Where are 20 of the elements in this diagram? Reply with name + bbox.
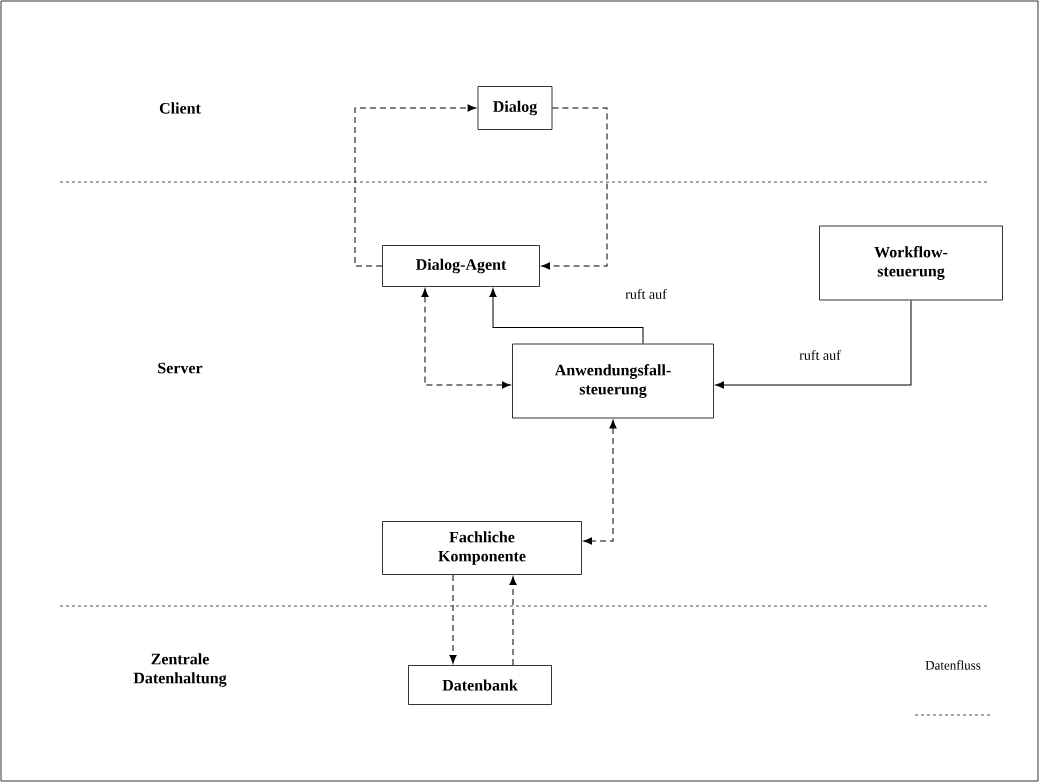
process-box: Dialog [477, 86, 553, 130]
process-box: Dialog-Agent [382, 245, 540, 287]
process-box: Fachliche Komponente [382, 521, 582, 575]
legend-label: Datenfluss [925, 660, 981, 670]
edge-label: ruft auf [624, 288, 668, 300]
layer-label: Client [159, 102, 201, 114]
arrow [421, 288, 511, 389]
layer-label: Zentrale Datenhaltung [133, 653, 227, 687]
layer-label: Server [158, 362, 203, 374]
edge-label: ruft auf [798, 349, 842, 361]
process-box: Datenbank [408, 665, 552, 705]
arrow [354, 104, 477, 267]
arrow [509, 576, 517, 666]
process-box: Workflow- steuerung [819, 225, 1003, 301]
arrow [541, 107, 608, 270]
process-box: Anwendungsfall- steuerung [512, 343, 714, 419]
arrow [449, 574, 457, 664]
arrow [489, 288, 644, 345]
arrow [715, 299, 912, 389]
arrow [583, 419, 617, 545]
